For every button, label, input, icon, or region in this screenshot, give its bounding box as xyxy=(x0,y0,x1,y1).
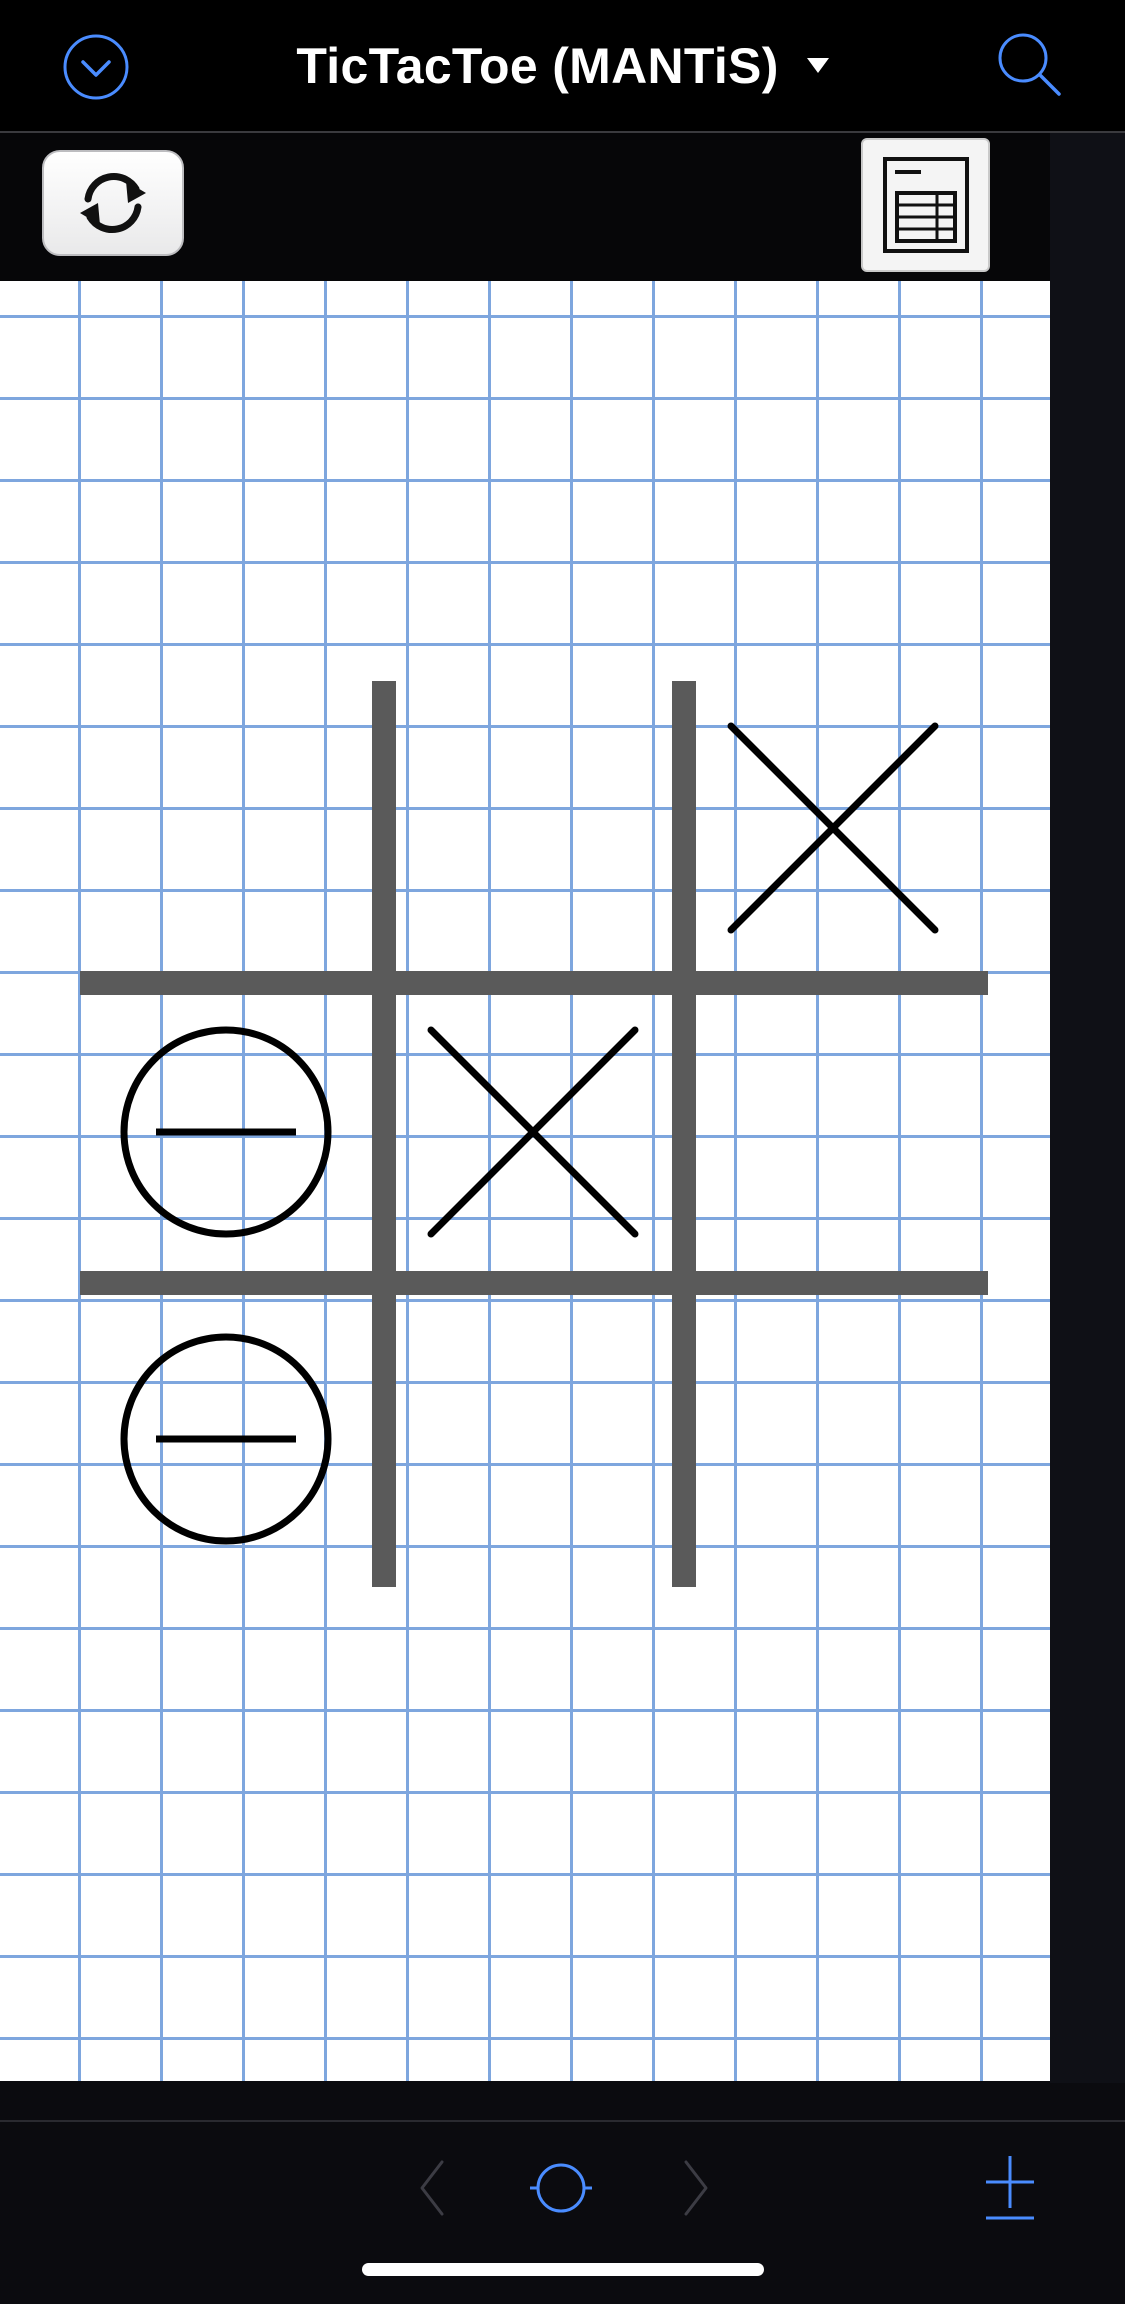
board-cell-r1-c2[interactable] xyxy=(683,982,983,1282)
graph-paper-canvas xyxy=(0,281,1050,2081)
x-mark-r1-c1 xyxy=(427,1026,639,1238)
marks-layer xyxy=(120,722,939,1545)
caret-down-icon xyxy=(806,58,829,73)
refresh-button[interactable] xyxy=(42,150,184,256)
board-line-vertical-1 xyxy=(372,681,396,1587)
refresh-icon xyxy=(80,173,146,233)
plus-icon[interactable] xyxy=(982,2152,1038,2222)
home-indicator[interactable] xyxy=(362,2263,764,2276)
tic-tac-toe-board xyxy=(76,678,988,1589)
x-mark-r0-c2 xyxy=(727,722,939,934)
spreadsheet-button[interactable] xyxy=(861,138,990,272)
board-cell-r2-c2[interactable] xyxy=(683,1289,983,1589)
board-line-vertical-2 xyxy=(672,681,696,1587)
right-gutter xyxy=(1050,133,1125,2083)
board-cell-r1-c0[interactable] xyxy=(76,982,376,1282)
chevron-circle-down-icon[interactable] xyxy=(62,33,130,101)
chevron-left-icon[interactable] xyxy=(412,2158,452,2218)
search-icon[interactable] xyxy=(995,30,1065,100)
board-cell-r0-c1[interactable] xyxy=(383,678,683,978)
spreadsheet-icon xyxy=(882,157,969,253)
board-cell-r1-c1[interactable] xyxy=(383,982,683,1282)
board-cell-r0-c2[interactable] xyxy=(683,678,983,978)
circle-target-icon[interactable] xyxy=(528,2158,594,2218)
o-mark-r2-c0 xyxy=(120,1333,332,1545)
chevron-right-icon[interactable] xyxy=(676,2158,716,2218)
title-dropdown[interactable]: TicTacToe (MANTiS) xyxy=(296,37,829,95)
board-cell-r2-c0[interactable] xyxy=(76,1289,376,1589)
cells-layer xyxy=(76,678,983,1589)
board-line-horizontal-2 xyxy=(80,1271,988,1295)
o-mark-r1-c0 xyxy=(120,1026,332,1238)
board-line-horizontal-1 xyxy=(80,971,988,995)
page-title: TicTacToe (MANTiS) xyxy=(296,37,779,94)
nav-title-area: TicTacToe (MANTiS) xyxy=(0,0,1125,131)
top-nav-bar: TicTacToe (MANTiS) xyxy=(0,0,1125,133)
board-cell-r0-c0[interactable] xyxy=(76,678,376,978)
board-cell-r2-c1[interactable] xyxy=(383,1289,683,1589)
